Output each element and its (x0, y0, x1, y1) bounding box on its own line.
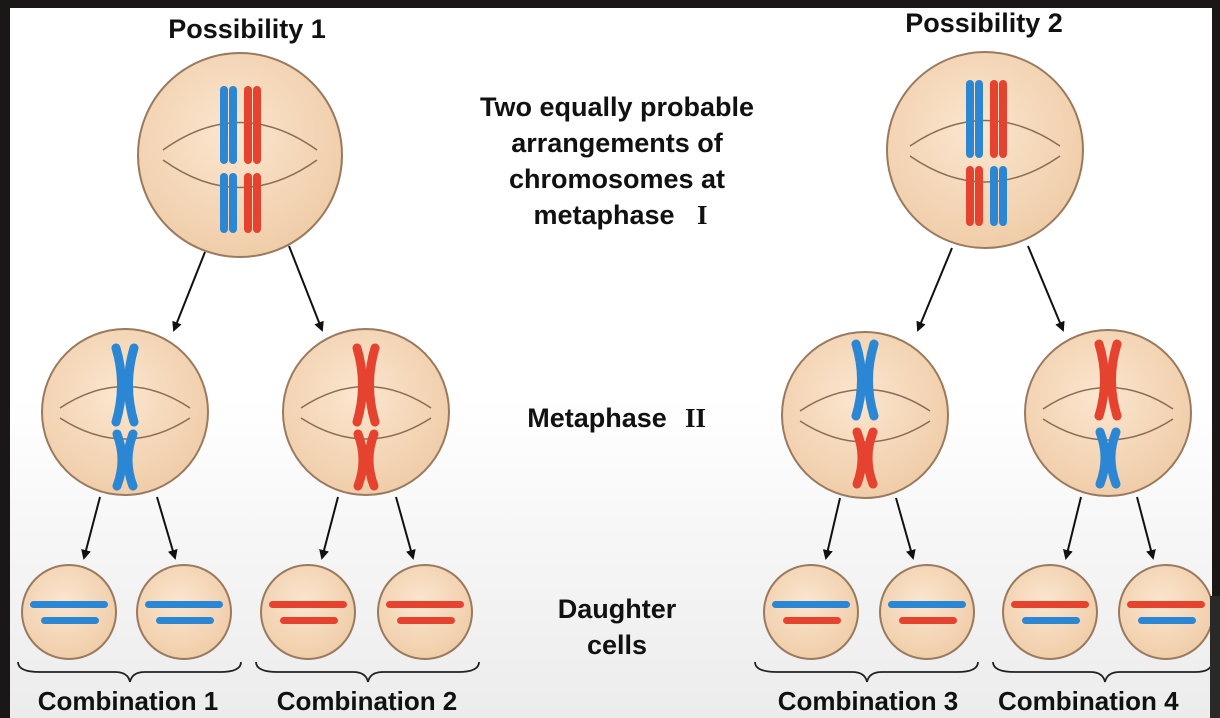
arrows-to-daughter-cells (81, 496, 1156, 560)
metaphase-2-label: Metaphase (527, 403, 667, 433)
arrangements-caption: Two equally probable arrangements of chr… (480, 92, 754, 230)
cell-metaphase-2-c (781, 331, 949, 499)
chromosome-top (111, 343, 139, 427)
chromosome-bottom (1095, 427, 1121, 489)
possibility-2-label: Possibility 2 (905, 8, 1063, 38)
chromosome-pair-top (966, 80, 1007, 158)
chromosome-top (851, 339, 879, 421)
metaphase-2-roman: II (685, 403, 706, 433)
daughter-cell-1 (21, 564, 117, 660)
chromosome-bottom (852, 427, 878, 489)
possibility-1-label: Possibility 1 (168, 14, 326, 44)
chromosome-top (352, 343, 380, 427)
arrow-p2-right (1027, 245, 1065, 332)
daughter-cell-3 (260, 564, 356, 660)
chromosome-bottom (112, 429, 138, 491)
daughter-cell-7 (1002, 564, 1098, 660)
daughter-cell-6 (879, 564, 975, 660)
caption-roman-1: I (697, 200, 708, 230)
combination-2-label: Combination 2 (277, 686, 458, 716)
combination-1-label: Combination 1 (38, 686, 219, 716)
cell-metaphase-2-b (282, 328, 450, 496)
caption-line-3: chromosomes at (509, 164, 725, 194)
daughter-cells-line-2: cells (587, 630, 647, 660)
combination-4-label: Combination 4 (998, 686, 1179, 716)
caption-line-1: Two equally probable (480, 92, 754, 122)
chromosome-pair-bottom (966, 166, 1007, 226)
cell-metaphase-2-a (41, 328, 209, 496)
caption-line-2: arrangements of (511, 128, 724, 158)
daughter-cell-2 (136, 564, 232, 660)
chromosome-bottom (353, 429, 379, 491)
arrow-p1-left (172, 251, 206, 332)
cell-metaphase-2-d (1024, 329, 1192, 497)
chromosome-top (1094, 339, 1122, 421)
cell-possibility-1-metaphase-1 (137, 52, 343, 258)
caption-line-4: metaphase (533, 200, 674, 230)
braces (17, 661, 1213, 683)
combination-3-label: Combination 3 (778, 686, 959, 716)
daughter-cells-line-1: Daughter (558, 594, 677, 624)
right-edge-strip (1210, 596, 1220, 718)
arrow-p1-right (288, 245, 324, 332)
cell-possibility-2-metaphase-1 (886, 51, 1084, 249)
daughter-cell-5 (763, 564, 859, 660)
arrow-p2-left (916, 247, 953, 332)
daughter-cell-4 (377, 564, 473, 660)
chromosome-pair-bottom (220, 173, 261, 233)
chromosome-pair-top (220, 86, 261, 164)
daughter-cell-8 (1118, 564, 1214, 660)
